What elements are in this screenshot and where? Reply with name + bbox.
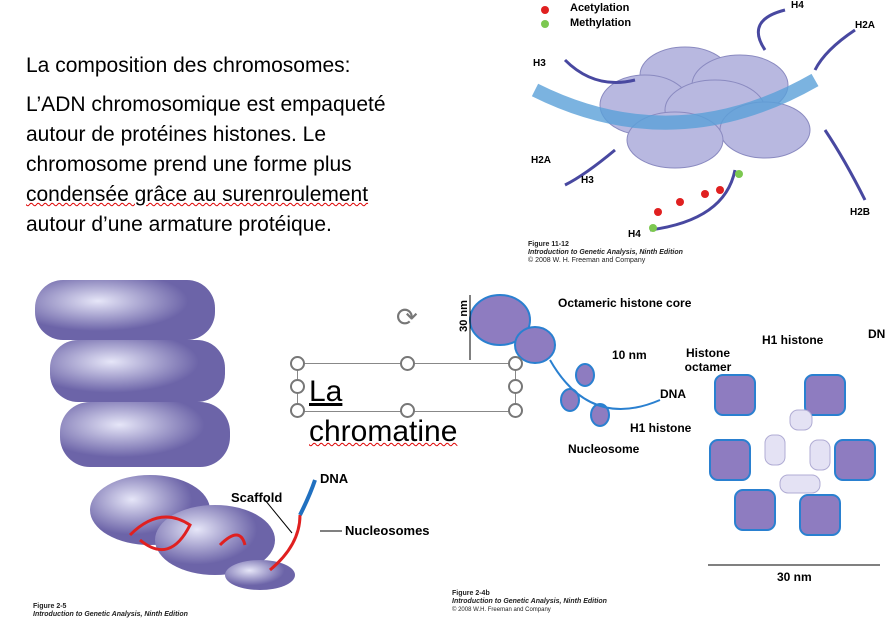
- body-line: autour d’une armature protéique.: [26, 213, 332, 236]
- body-line: condensée grâce au surenroulement: [26, 183, 369, 206]
- label-h3: H3: [533, 58, 546, 69]
- label-dna: DNA: [660, 387, 686, 401]
- slide-title: La composition des chromosomes:: [26, 54, 351, 77]
- resize-handle[interactable]: [400, 356, 415, 371]
- selected-textbox[interactable]: La chromatine: [309, 372, 457, 452]
- label-octameric-histone-core: Octameric histone core: [558, 296, 692, 310]
- slide-body: L’ADN chromosomique est empaqueté autour…: [26, 90, 456, 240]
- label-h2a: H2A: [531, 155, 552, 166]
- textbox-line: chromatine: [309, 415, 458, 448]
- resize-handle[interactable]: [290, 356, 305, 371]
- body-line: L’ADN chromosomique est empaqueté: [26, 93, 386, 116]
- label-h1-histone: H1 histone: [630, 421, 692, 435]
- label-h2b: H2B: [850, 207, 871, 218]
- chromosome-illustration: [35, 280, 342, 590]
- nucleosome-illustration: [531, 6, 867, 232]
- label-30nm: 30 nm: [457, 300, 470, 332]
- resize-handle[interactable]: [290, 403, 305, 418]
- body-line: autour de protéines histones. Le: [26, 123, 327, 146]
- textbox-line: La: [309, 375, 343, 408]
- resize-handle[interactable]: [508, 356, 523, 371]
- resize-handle[interactable]: [400, 403, 415, 418]
- label-h3: H3: [581, 175, 594, 186]
- body-line: chromosome prend une forme plus: [26, 153, 352, 176]
- label-h4: H4: [791, 0, 804, 11]
- resize-handle[interactable]: [508, 379, 523, 394]
- resize-handle[interactable]: [508, 403, 523, 418]
- chromatin-fiber-illustration: [469, 294, 880, 566]
- figure-11-12[interactable]: Acetylation Methylation H4 H2A H3 H2A H3…: [525, 0, 885, 264]
- label-histone-octamer: Histone octamer: [684, 346, 732, 374]
- figure-2-4b[interactable]: 30 nm Octameric histone core 10 nm DNA H…: [440, 290, 885, 622]
- label-h2a: H2A: [855, 20, 876, 31]
- label-h4: H4: [628, 229, 641, 240]
- label-scaffold: Scaffold: [231, 490, 283, 505]
- label-10nm: 10 nm: [612, 348, 647, 362]
- label-dna: DNA: [320, 471, 349, 486]
- label-nucleosome: Nucleosome: [568, 442, 640, 456]
- resize-handle[interactable]: [290, 379, 305, 394]
- rotate-handle-icon[interactable]: ⟳: [396, 302, 418, 332]
- label-h1-histone: H1 histone: [762, 333, 824, 347]
- legend-methylation: Methylation: [570, 17, 632, 29]
- legend-acetylation: Acetylation: [570, 2, 630, 14]
- label-dna: DNA: [868, 327, 885, 341]
- label-nucleosomes: Nucleosomes: [345, 523, 430, 538]
- label-30nm: 30 nm: [777, 570, 812, 584]
